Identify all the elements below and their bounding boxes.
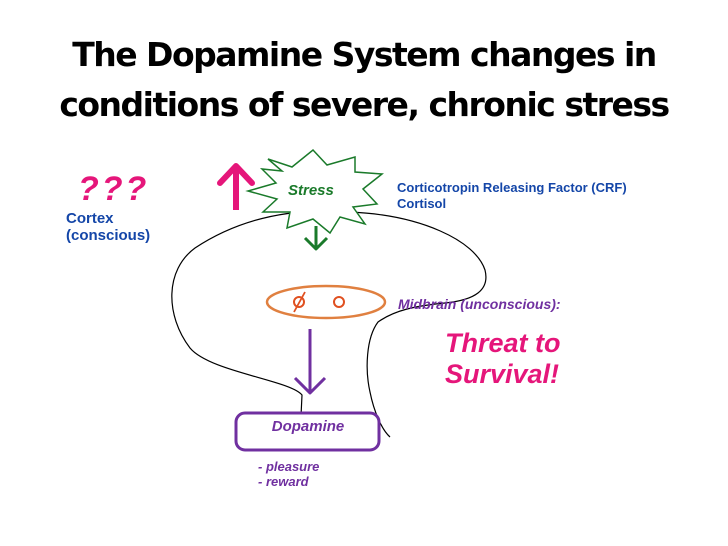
threat-label: Threat to Survival! [445, 328, 561, 390]
cortex-label-line-1: Cortex [66, 210, 114, 227]
title-line-2: conditions of severe, chronic stress [59, 85, 670, 124]
crf-label: Corticotropin Releasing Factor (CRF) Cor… [397, 180, 627, 212]
threat-label-line-1: Threat to [445, 328, 561, 358]
arrow-down-icon [293, 329, 327, 395]
effect-reward: - reward [258, 474, 309, 489]
midbrain-nuclei [293, 291, 345, 313]
effect-pleasure: - pleasure [258, 459, 320, 474]
cortex-label-line-2: (conscious) [66, 227, 151, 244]
threat-label-line-2: Survival! [445, 359, 560, 389]
stress-starburst [245, 148, 384, 235]
arrow-up-icon [217, 163, 255, 210]
midbrain-label: Midbrain (unconscious): [398, 296, 561, 312]
question-marks: ??? [78, 170, 150, 208]
crf-label-line-1: Corticotropin Releasing Factor (CRF) [397, 180, 627, 195]
brain-outline [171, 210, 487, 438]
arrow-down-icon [303, 226, 329, 251]
crf-label-line-2: Cortisol [397, 196, 447, 211]
stress-label: Stress [288, 182, 334, 199]
dopamine-effects-list: - pleasure - reward [258, 459, 319, 489]
cortex-label: Cortex (conscious) [66, 210, 150, 244]
slide-title: The Dopamine System changes in condition… [0, 30, 728, 130]
dopamine-label: Dopamine [271, 418, 345, 435]
title-line-1: The Dopamine System changes in [72, 35, 657, 74]
dopamine-box [234, 411, 381, 452]
midbrain-oval [265, 284, 387, 320]
